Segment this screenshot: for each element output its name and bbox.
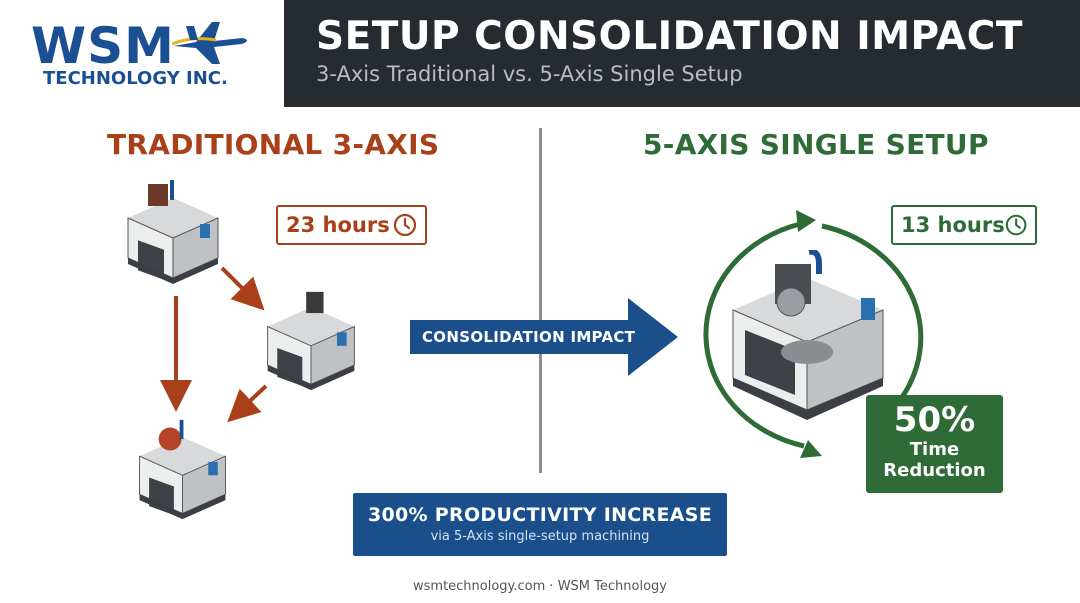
productivity-title: 300% PRODUCTIVITY INCREASE bbox=[368, 504, 712, 526]
time-reduction-label: Time bbox=[909, 439, 960, 460]
time-reduction-percent: 50% bbox=[893, 400, 976, 440]
traditional-time-badge: 23 hours bbox=[276, 205, 427, 245]
time-reduction-box: 50% Time Reduction bbox=[866, 395, 1003, 493]
jet-icon bbox=[172, 22, 247, 64]
page-subtitle: 3-Axis Traditional vs. 5-Axis Single Set… bbox=[316, 62, 743, 86]
header-bar: SETUP CONSOLIDATION IMPACT 3-Axis Tradit… bbox=[284, 0, 1080, 107]
five-axis-time-badge: 13 hours bbox=[891, 205, 1037, 245]
productivity-subtitle: via 5-Axis single-setup machining bbox=[430, 529, 650, 544]
page-title: SETUP CONSOLIDATION IMPACT bbox=[316, 14, 1023, 59]
clock-icon bbox=[1005, 214, 1027, 236]
footer-text: wsmtechnology.com · WSM Technology bbox=[413, 579, 667, 594]
productivity-box: 300% PRODUCTIVITY INCREASE via 5-Axis si… bbox=[353, 493, 727, 556]
center-divider bbox=[539, 128, 542, 473]
five-axis-title: 5-AXIS SINGLE SETUP bbox=[643, 128, 989, 161]
five-axis-time: 13 hours bbox=[901, 213, 1005, 237]
logo-tagline: TECHNOLOGY INC. bbox=[43, 68, 228, 89]
clock-icon bbox=[393, 213, 417, 237]
traditional-time: 23 hours bbox=[286, 213, 390, 237]
time-reduction-label: Reduction bbox=[883, 460, 986, 481]
cnc-machine-icon bbox=[127, 180, 219, 284]
cnc-machine-icon bbox=[267, 291, 355, 391]
consolidation-arrow bbox=[410, 298, 678, 376]
traditional-title: TRADITIONAL 3-AXIS bbox=[107, 128, 440, 161]
consolidation-label: CONSOLIDATION IMPACT bbox=[422, 328, 636, 346]
logo-wordmark: WSM bbox=[31, 17, 175, 75]
cnc-machine-icon bbox=[139, 419, 226, 520]
logo: WSM TECHNOLOGY INC. bbox=[0, 0, 284, 107]
